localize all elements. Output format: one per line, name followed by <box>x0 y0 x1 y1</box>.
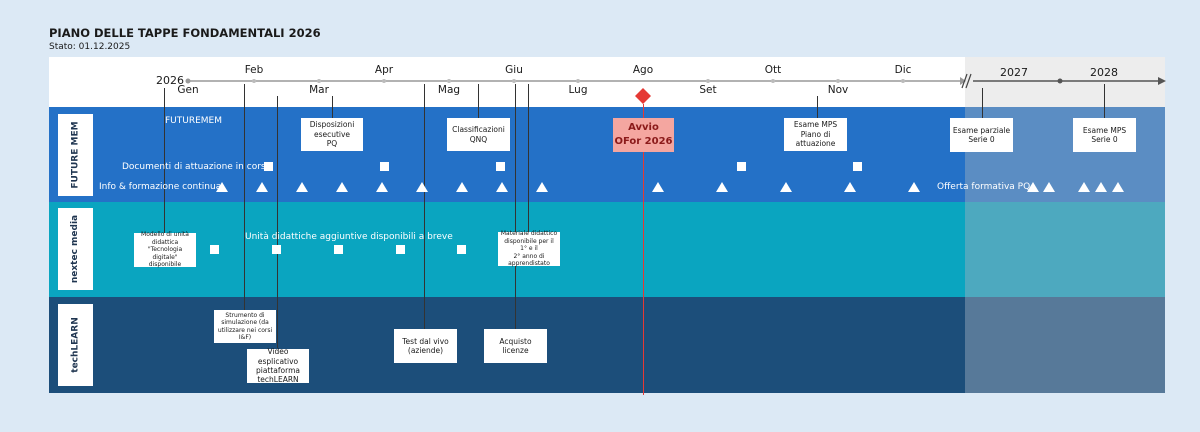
info-triangle-icon <box>536 182 548 192</box>
box-materiale-didattico: Materiale didattico disponibile per il 1… <box>498 230 560 267</box>
month-label-mar: Mar <box>309 84 329 96</box>
box-classificazioni-qnq: Classificazioni QNQ <box>447 118 510 151</box>
month-label-ago: Ago <box>632 64 654 76</box>
futuremem-logo: FUTURE MEM <box>58 114 93 196</box>
connector-line <box>982 88 983 118</box>
unit-marker <box>396 245 405 254</box>
month-label-nov: Nov <box>827 84 849 96</box>
month-label-dic: Dic <box>894 64 912 76</box>
nextec-media-logo-text: nextec media <box>70 214 81 284</box>
info-triangle-icon <box>716 182 728 192</box>
month-label-gen: Gen <box>177 84 199 96</box>
month-label-apr: Apr <box>374 64 394 76</box>
info-triangle-icon <box>652 182 664 192</box>
row-label-info: Info & formazione continua <box>99 182 222 192</box>
connector-line <box>515 84 516 329</box>
row-label-offerta: Offerta formativa PQ <box>937 182 1031 192</box>
info-triangle-icon <box>496 182 508 192</box>
year-label-2028: 2028 <box>1090 66 1118 79</box>
connector-line <box>244 84 245 310</box>
info-triangle-icon <box>1078 182 1090 192</box>
nextec-label: Unità didattiche aggiuntive disponibili … <box>245 232 453 242</box>
month-label-giu: Giu <box>505 64 523 76</box>
futuremem-logo-text: FUTURE MEM <box>70 121 81 189</box>
lane-nextec-media <box>49 202 1165 297</box>
box-strumento-simulazione: Strumento di simulazione (da utilizzare … <box>214 310 276 343</box>
info-triangle-icon <box>908 182 920 192</box>
unit-marker <box>272 245 281 254</box>
connector-line <box>478 84 479 118</box>
doc-marker <box>737 162 746 171</box>
box-modello-unita-didattica: Modello di unità didattica "Tecnologia d… <box>134 231 196 268</box>
box-acquisto-licenze: Acquisto licenze <box>484 329 547 363</box>
info-triangle-icon <box>256 182 268 192</box>
future-years-header <box>965 57 1165 107</box>
row-label-documenti: Documenti di attuazione in corso <box>122 162 272 172</box>
unit-marker <box>457 245 466 254</box>
nextec-media-logo: nextec media <box>58 208 93 290</box>
info-triangle-icon <box>216 182 228 192</box>
connector-line <box>424 84 425 329</box>
connector-line <box>332 96 333 118</box>
doc-marker <box>380 162 389 171</box>
box-esame-parziale: Esame parziale Serie 0 <box>950 118 1013 152</box>
milestone-avvio-ofor: Avvio OFor 2026 <box>613 118 674 152</box>
info-triangle-icon <box>1095 182 1107 192</box>
milestone-diamond-icon <box>635 88 651 104</box>
page-title: PIANO DELLE TAPPE FONDAMENTALI 2026 <box>49 26 321 40</box>
info-triangle-icon <box>1043 182 1055 192</box>
month-label-mag: Mag <box>437 84 461 96</box>
page-status-date: Stato: 01.12.2025 <box>49 42 131 52</box>
future-overlay <box>965 107 1165 393</box>
month-label-ott: Ott <box>764 64 782 76</box>
doc-marker <box>496 162 505 171</box>
techlearn-logo-text: techLEARN <box>70 317 81 373</box>
box-video-esplicativo: Video esplicativo piattaforma techLEARN <box>247 347 309 384</box>
doc-marker <box>853 162 862 171</box>
info-triangle-icon <box>376 182 388 192</box>
year-label-2027: 2027 <box>1000 66 1028 79</box>
info-triangle-icon <box>416 182 428 192</box>
futuremem-label: FUTUREMEM <box>165 116 223 126</box>
info-triangle-icon <box>1112 182 1124 192</box>
info-triangle-icon <box>296 182 308 192</box>
box-esame-mps-piano: Esame MPS Piano di attuazione <box>784 118 847 151</box>
year-label-2026: 2026 <box>156 74 184 87</box>
info-triangle-icon <box>336 182 348 192</box>
connector-line <box>817 96 818 118</box>
info-triangle-icon <box>844 182 856 192</box>
month-label-set: Set <box>699 84 717 96</box>
info-triangle-icon <box>1027 182 1039 192</box>
connector-line <box>1104 84 1105 118</box>
techlearn-logo: techLEARN <box>58 304 93 386</box>
month-label-lug: Lug <box>568 84 588 96</box>
unit-marker <box>210 245 219 254</box>
connector-line <box>164 88 165 234</box>
box-disposizioni-esecutive: Disposizioni esecutive PQ <box>301 118 363 151</box>
box-esame-mps-serie0: Esame MPS Serie 0 <box>1073 118 1136 152</box>
box-test-dal-vivo: Test dal vivo (aziende) <box>394 329 457 363</box>
connector-line <box>277 96 278 348</box>
info-triangle-icon <box>456 182 468 192</box>
milestone-line <box>643 104 644 395</box>
doc-marker <box>264 162 273 171</box>
month-label-feb: Feb <box>244 64 264 76</box>
connector-line <box>528 84 529 234</box>
unit-marker <box>334 245 343 254</box>
info-triangle-icon <box>780 182 792 192</box>
